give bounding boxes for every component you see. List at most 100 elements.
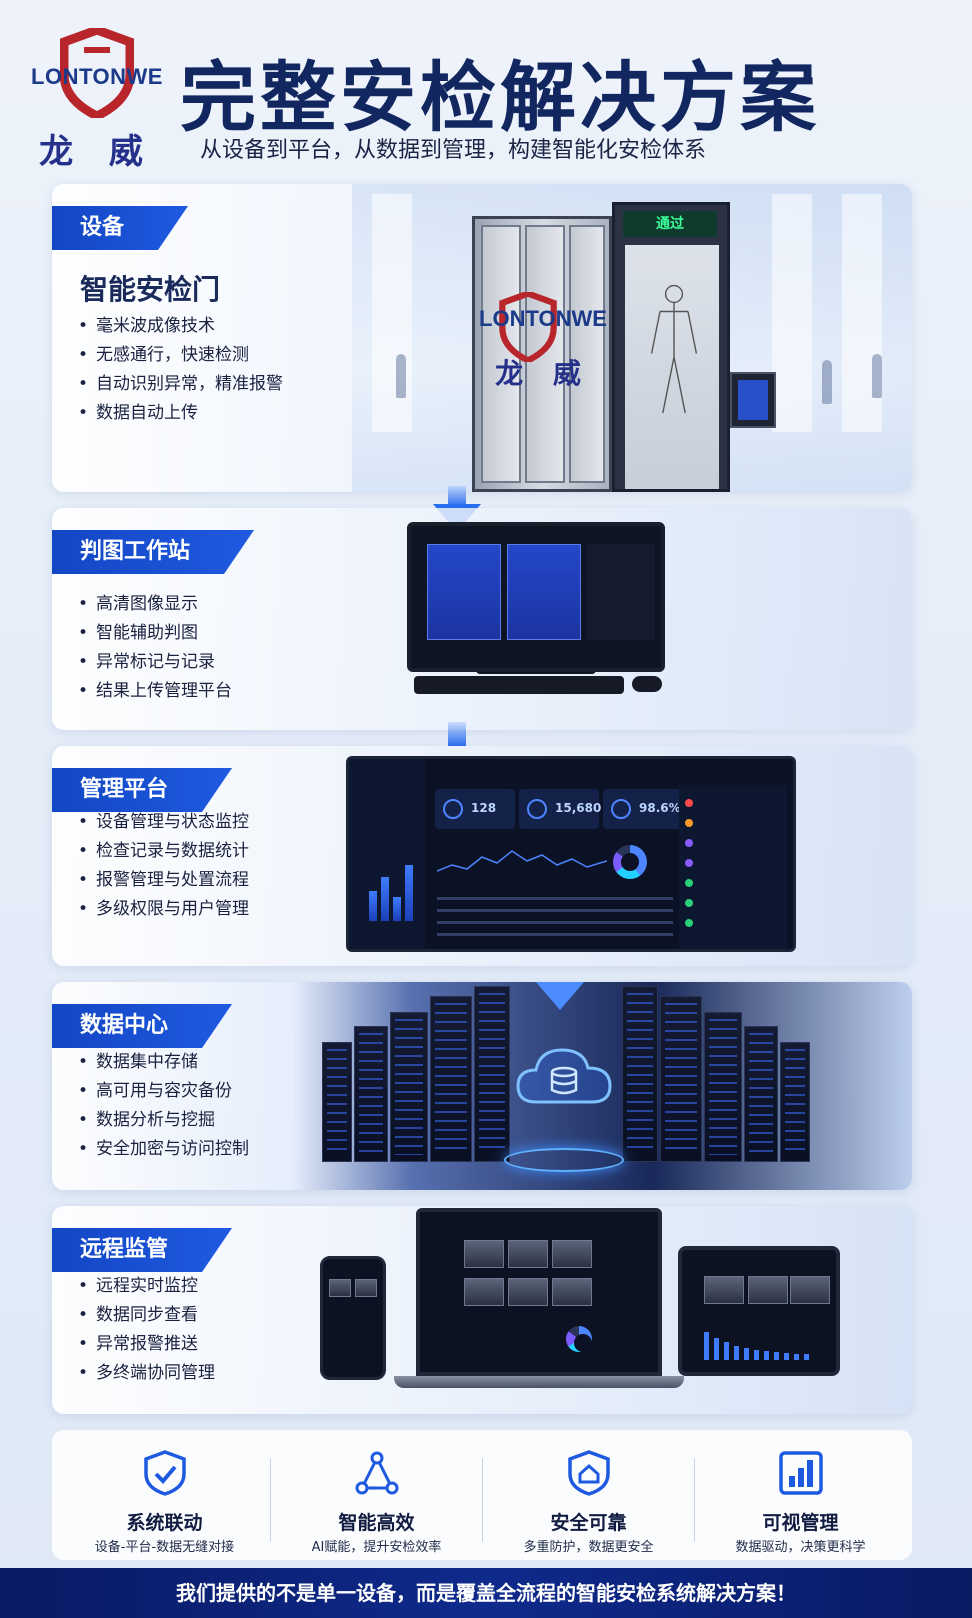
remote-feature-list: 远程实时监控 数据同步查看 异常报警推送 多终端协同管理 — [78, 1272, 215, 1388]
gate-scan-area — [625, 245, 719, 489]
server-rack — [474, 986, 510, 1162]
benefit-title: 安全可靠 — [550, 1512, 627, 1534]
person-silhouette — [872, 354, 882, 398]
section-tag-device: 设备 — [52, 206, 188, 250]
section-tag-datacenter: 数据中心 — [52, 1004, 232, 1048]
benefit-title: 智能高效 — [338, 1512, 415, 1534]
alarm-dot — [685, 919, 693, 927]
camera-feed — [748, 1276, 788, 1304]
feature-item: 毫米波成像技术 — [78, 312, 283, 341]
brand-logo[interactable]: LONTONWE 龙 威 — [22, 28, 172, 172]
section-tag-workstation: 判图工作站 — [52, 530, 254, 574]
network-triangle-icon — [355, 1451, 399, 1495]
mouse — [632, 676, 662, 692]
server-rack — [704, 1012, 742, 1162]
feature-item: 高清图像显示 — [78, 590, 232, 619]
feature-item: 多级权限与用户管理 — [78, 895, 249, 924]
kpi-value: 128 — [471, 801, 497, 815]
section-workstation: 判图工作站 高清图像显示 智能辅助判图 异常标记与记录 结果上传管理平台 — [52, 508, 912, 730]
table-row — [437, 897, 673, 900]
gate-logo-cn: 龙 威 — [495, 357, 591, 390]
bar-chart-icon — [779, 1451, 823, 1495]
section-tag-remote: 远程监管 — [52, 1228, 232, 1272]
section-tag-platform: 管理平台 — [52, 768, 232, 812]
feature-item: 报警管理与处置流程 — [78, 866, 249, 895]
alarm-dot — [685, 899, 693, 907]
camera-feed — [552, 1240, 592, 1268]
table-row — [437, 921, 673, 924]
camera-feed — [464, 1278, 504, 1306]
sidebar-bar — [369, 891, 377, 921]
feature-item: 多终端协同管理 — [78, 1359, 215, 1388]
section-platform: 管理平台 设备管理与状态监控 检查记录与数据统计 报警管理与处置流程 多级权限与… — [52, 746, 912, 966]
dashboard-sidebar — [349, 759, 425, 949]
divider — [694, 1458, 695, 1542]
section-datacenter: 数据中心 数据集中存储 高可用与容灾备份 数据分析与挖掘 安全加密与访问控制 — [52, 982, 912, 1190]
server-rack — [322, 1042, 352, 1162]
feature-item: 高可用与容灾备份 — [78, 1077, 249, 1106]
logo-text-cn: 龙 威 — [39, 132, 155, 172]
benefits-strip: 系统联动 设备-平台-数据无缝对接 智能高效 AI赋能，提升安检效率 安全可靠 … — [52, 1430, 912, 1560]
person-silhouette — [396, 354, 406, 398]
footer-banner: 我们提供的不是单一设备，而是覆盖全流程的智能安检系统解决方案！ — [0, 1568, 972, 1618]
feature-item: 数据同步查看 — [78, 1301, 215, 1330]
camera-feed — [790, 1276, 830, 1304]
feature-item: 安全加密与访问控制 — [78, 1135, 249, 1164]
divider — [482, 1458, 483, 1542]
feature-item: 设备管理与状态监控 — [78, 808, 249, 837]
alarm-dot — [685, 859, 693, 867]
device-title: 智能安检门 — [80, 273, 221, 306]
feature-item: 检查记录与数据统计 — [78, 837, 249, 866]
cloud-database-icon — [516, 1048, 612, 1104]
section-device: 设备 智能安检门 毫米波成像技术 无感通行，快速检测 自动识别异常，精准报警 数… — [52, 184, 912, 492]
server-rack — [430, 996, 472, 1162]
feature-item: 数据分析与挖掘 — [78, 1106, 249, 1135]
benefit-system-linkage: 系统联动 设备-平台-数据无缝对接 — [62, 1430, 267, 1560]
kpi-card: 15,680 — [519, 789, 601, 829]
camera-feed — [508, 1278, 548, 1306]
donut-chart — [566, 1326, 592, 1352]
divider — [270, 1458, 271, 1542]
benefit-title: 系统联动 — [126, 1512, 203, 1534]
server-room-image — [322, 982, 882, 1190]
sidebar-bar — [381, 877, 389, 921]
benefit-desc: 设备-平台-数据无缝对接 — [94, 1540, 235, 1555]
shield-check-icon — [144, 1450, 186, 1496]
table-row — [437, 933, 673, 936]
tablet-device — [678, 1246, 840, 1376]
body-outline-icon — [650, 284, 698, 414]
gate-logo-en: LONTONWE — [479, 306, 607, 331]
phone-device — [320, 1256, 386, 1380]
benefit-title: 可视管理 — [762, 1512, 839, 1534]
flow-arrow-down-icon — [536, 982, 584, 1010]
section-remote: 远程监管 远程实时监控 数据同步查看 异常报警推送 多终端协同管理 — [52, 1206, 912, 1414]
camera-feed — [329, 1279, 351, 1297]
device-feature-list: 毫米波成像技术 无感通行，快速检测 自动识别异常，精准报警 数据自动上传 — [78, 312, 283, 428]
server-rack — [780, 1042, 810, 1162]
kpi-card: 128 — [435, 789, 515, 829]
sidebar-bar — [405, 865, 413, 921]
kpi-value: 98.6% — [639, 801, 681, 815]
glow-ring — [504, 1148, 624, 1172]
rate-icon — [611, 799, 631, 819]
gate-logo: LONTONWE 龙 威 — [468, 306, 618, 392]
alarm-dot — [685, 839, 693, 847]
shield-logo-icon — [499, 292, 557, 362]
person-silhouette — [822, 360, 832, 404]
logo-text-en: LONTONWE — [31, 64, 163, 89]
feature-item: 无感通行，快速检测 — [78, 341, 283, 370]
alarm-dot — [685, 879, 693, 887]
laptop-base — [394, 1376, 684, 1388]
scan-image-panel — [507, 544, 581, 640]
header: LONTONWE 龙 威 完整安检解决方案 从设备到平台，从数据到管理，构建智能… — [0, 0, 972, 180]
page-subtitle: 从设备到平台，从数据到管理，构建智能化安检体系 — [200, 138, 707, 163]
gate-frame: 通过 — [612, 202, 730, 492]
camera-feed — [355, 1279, 377, 1297]
camera-feed — [508, 1240, 548, 1268]
platform-dashboard: 128 15,680 98.6% — [346, 756, 796, 952]
server-rack — [390, 1012, 428, 1162]
monitor-side-panel — [587, 544, 655, 640]
gate-pass-sign: 通过 — [623, 211, 717, 237]
scan-image-panel — [427, 544, 501, 640]
gate-control-screen — [730, 372, 776, 428]
